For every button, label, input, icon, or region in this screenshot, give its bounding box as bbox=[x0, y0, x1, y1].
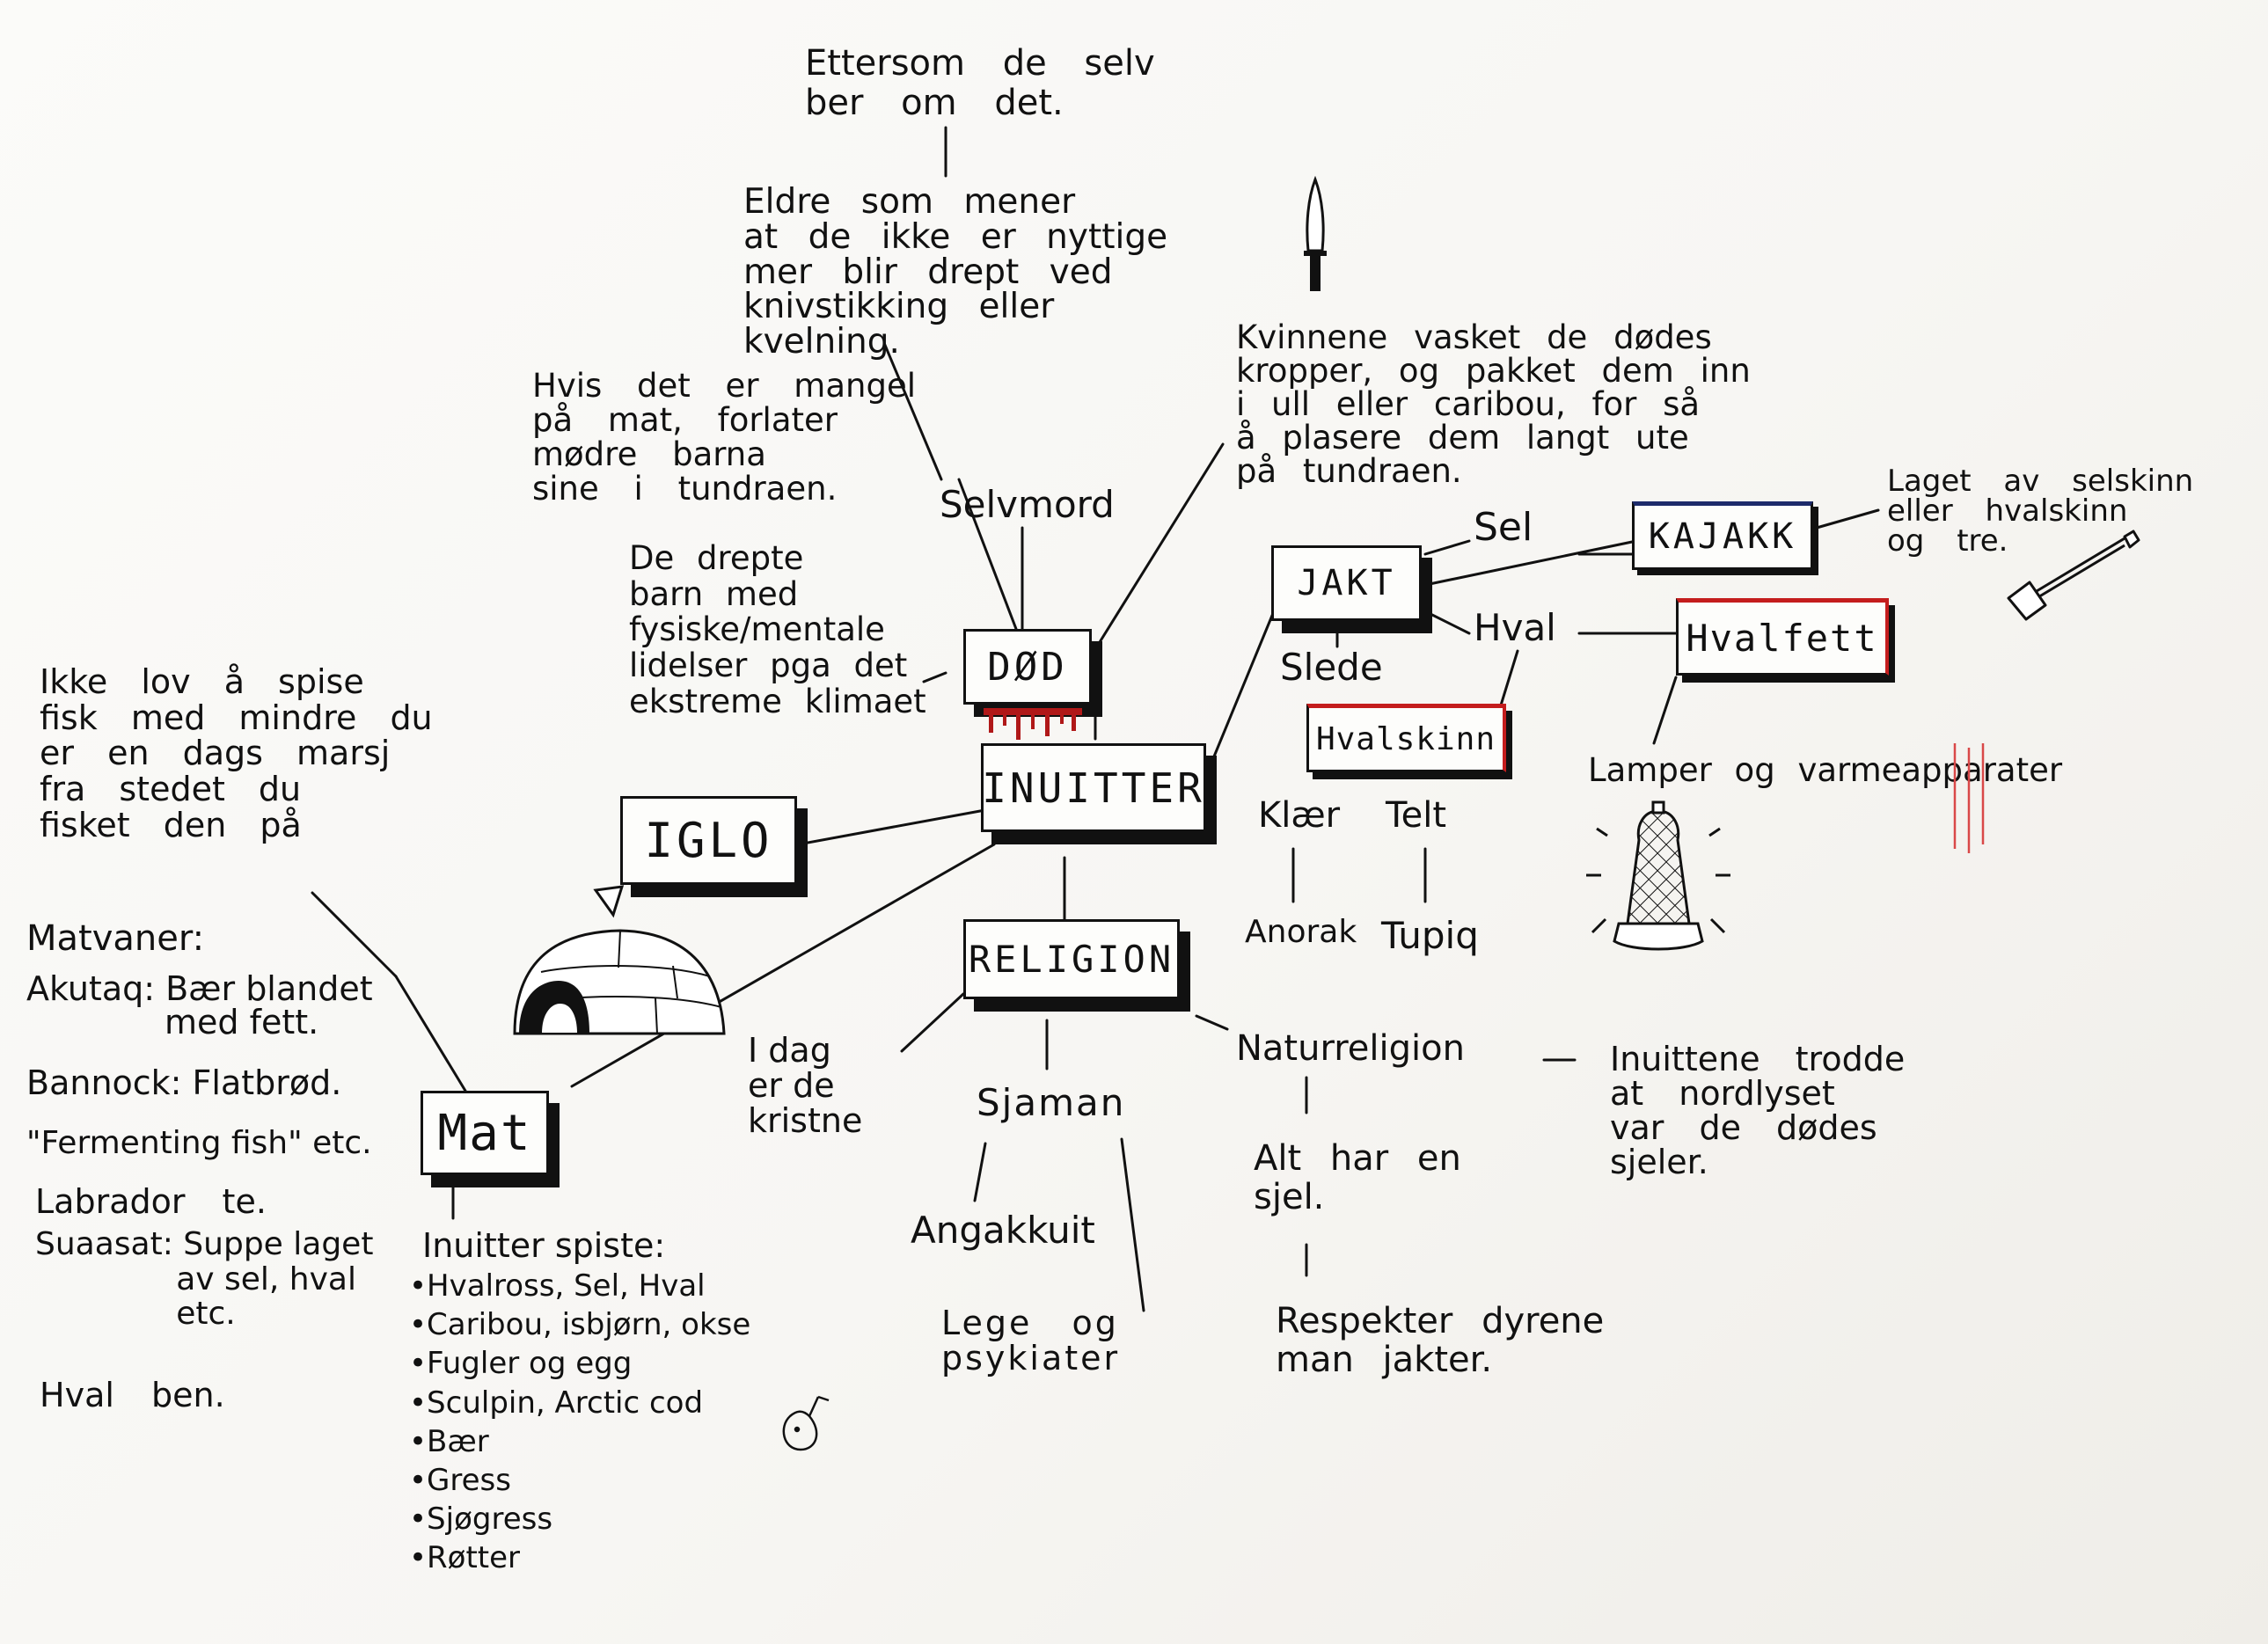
label-sel: Sel bbox=[1474, 505, 1533, 550]
note-sjel: Alt har en sjel. bbox=[1254, 1138, 1461, 1217]
node-kajakk: KAJAKK bbox=[1632, 501, 1813, 570]
note-i-dag: I dag er de kristne bbox=[748, 1031, 863, 1140]
blood-drip-icon bbox=[984, 708, 1082, 740]
note-nordlys: Inuittene trodde at nordlyset var de død… bbox=[1610, 1040, 1906, 1182]
note-akutaq: Akutaq: Bær blandet med fett. bbox=[26, 969, 373, 1041]
label-hval: Hval bbox=[1474, 606, 1556, 649]
lamp-icon bbox=[1586, 800, 1730, 951]
knife-icon bbox=[1304, 176, 1327, 291]
note-bannock: Bannock: Flatbrød. bbox=[26, 1063, 342, 1102]
label-slede: Slede bbox=[1280, 646, 1383, 689]
label-inuitter-spiste: Inuitter spiste: bbox=[422, 1226, 666, 1265]
note-mangel: Hvis det er mangel på mat, forlater mødr… bbox=[532, 367, 916, 508]
note-drepte-barn: De drepte barn med fysiske/mentale lidel… bbox=[629, 539, 926, 720]
label-tupiq: Tupiq bbox=[1381, 914, 1479, 957]
node-inuitter: INUITTER bbox=[981, 743, 1206, 832]
node-mat: Mat bbox=[421, 1091, 549, 1175]
label-matvaner: Matvaner: bbox=[26, 918, 205, 959]
label-kloer: Klær bbox=[1258, 795, 1341, 836]
note-ikke-lov: Ikke lov å spise fisk med mindre du er e… bbox=[40, 662, 433, 844]
label-naturreligion: Naturreligion bbox=[1236, 1028, 1465, 1069]
label-angakkuit: Angakkuit bbox=[911, 1209, 1095, 1252]
note-lege: Lege og psykiater bbox=[941, 1304, 1121, 1377]
label-lamper: Lamper og varmeapparater bbox=[1588, 751, 2063, 789]
node-jakt: JAKT bbox=[1271, 545, 1422, 621]
note-suaasat: Suaasat: Suppe laget av sel, hval etc. bbox=[35, 1226, 374, 1333]
node-religion: RELIGION bbox=[963, 919, 1180, 999]
label-anorak: Anorak bbox=[1245, 914, 1357, 950]
note-fermenting: "Fermenting fish" etc. bbox=[26, 1125, 372, 1161]
fish-icon bbox=[782, 1395, 830, 1451]
igloo-icon bbox=[513, 885, 726, 1035]
node-hvalskinn: Hvalskinn bbox=[1306, 704, 1506, 772]
note-hval-ben: Hval ben. bbox=[40, 1376, 225, 1414]
node-dod: DØD bbox=[963, 629, 1092, 705]
note-respekter: Respekter dyrene man jakter. bbox=[1276, 1301, 1605, 1380]
node-hvalfett: Hvalfett bbox=[1676, 598, 1889, 676]
heat-waves-icon bbox=[1953, 743, 1985, 853]
note-eldre: Eldre som mener at de ikke er nyttige me… bbox=[743, 182, 1168, 362]
label-sjaman: Sjaman bbox=[977, 1081, 1126, 1124]
note-kajakk: Laget av selskinn eller hvalskinn og tre… bbox=[1887, 464, 2194, 559]
note-ettersom: Ettersom de selv ber om det. bbox=[805, 43, 1155, 123]
label-telt: Telt bbox=[1386, 795, 1447, 836]
note-kvinnene: Kvinnene vasket de dødes kropper, og pak… bbox=[1236, 318, 1751, 491]
label-selvmord: Selvmord bbox=[940, 483, 1115, 526]
node-iglo: IGLO bbox=[620, 796, 797, 885]
list-inuitter-spiste: •Hvalross, Sel, Hval •Caribou, isbjørn, … bbox=[409, 1268, 751, 1576]
note-labrador: Labrador te. bbox=[35, 1182, 267, 1221]
paddle-icon bbox=[2007, 530, 2140, 621]
